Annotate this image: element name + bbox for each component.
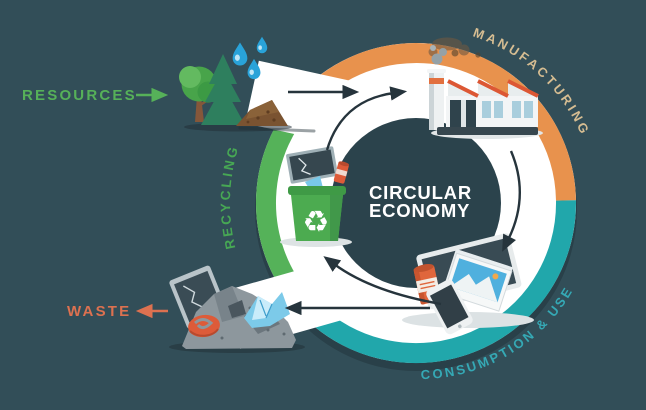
consumption-use-arc	[302, 200, 577, 364]
recycling-label: RECYCLING	[218, 143, 242, 251]
trees-resources-icon	[179, 54, 316, 133]
recycling-bin-icon: ♻	[280, 146, 352, 247]
water-drops-icon	[232, 36, 268, 80]
resources-inflow-band	[245, 60, 355, 145]
resources-label: RESOURCES	[22, 87, 137, 104]
arrow-manufacturing-to-consumption	[502, 150, 521, 252]
factory-icon	[427, 45, 543, 139]
waste-pile-icon	[169, 265, 305, 353]
recycle-symbol-icon: ♻	[303, 205, 330, 240]
manufacturing-arc	[313, 43, 576, 201]
waste-label: WASTE	[67, 303, 131, 320]
arrow-consumption-to-recycling	[323, 256, 442, 306]
diagram-title-line1: CIRCULAR	[369, 182, 472, 203]
diagram-title-line2: ECONOMY	[369, 200, 470, 221]
arrow-recycling-to-manufacturing	[325, 86, 408, 151]
consumer-devices-icon	[402, 233, 534, 335]
